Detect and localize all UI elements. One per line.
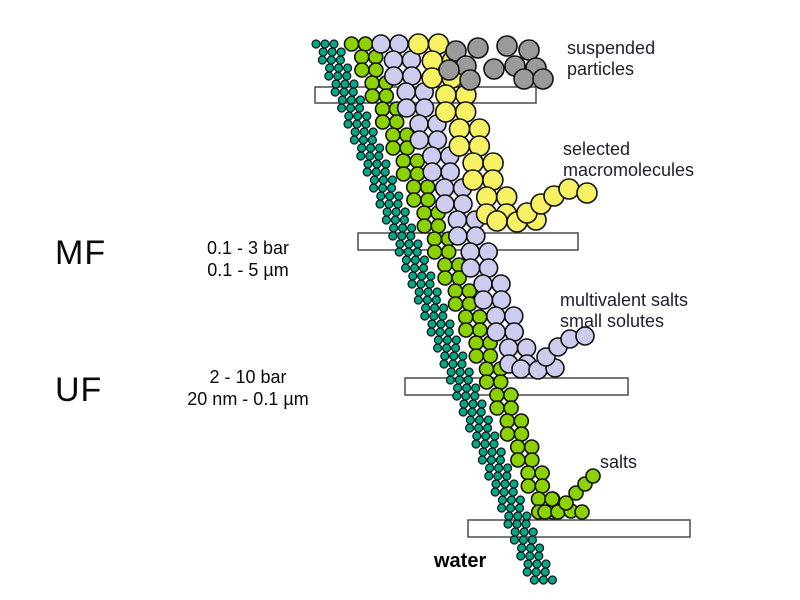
stream-water bbox=[311, 39, 558, 585]
label-mf-specs: 0.1 - 3 bar 0.1 - 5 µm bbox=[206, 238, 290, 280]
label-uf: UF bbox=[55, 371, 103, 409]
label-salts: salts bbox=[600, 452, 638, 472]
membrane-4 bbox=[467, 519, 691, 538]
label-mf: MF bbox=[55, 234, 107, 272]
label-multivalent-salts: multivalent salts small solutes bbox=[560, 290, 689, 331]
label-water: water bbox=[434, 550, 487, 572]
suspended-particles-cluster bbox=[438, 35, 554, 91]
label-uf-specs: 2 - 10 bar 20 nm - 0.1 µm bbox=[187, 367, 309, 409]
label-selected-macromolecules: selected macromolecules bbox=[563, 139, 695, 180]
label-suspended-particles: suspended particles bbox=[567, 38, 656, 79]
